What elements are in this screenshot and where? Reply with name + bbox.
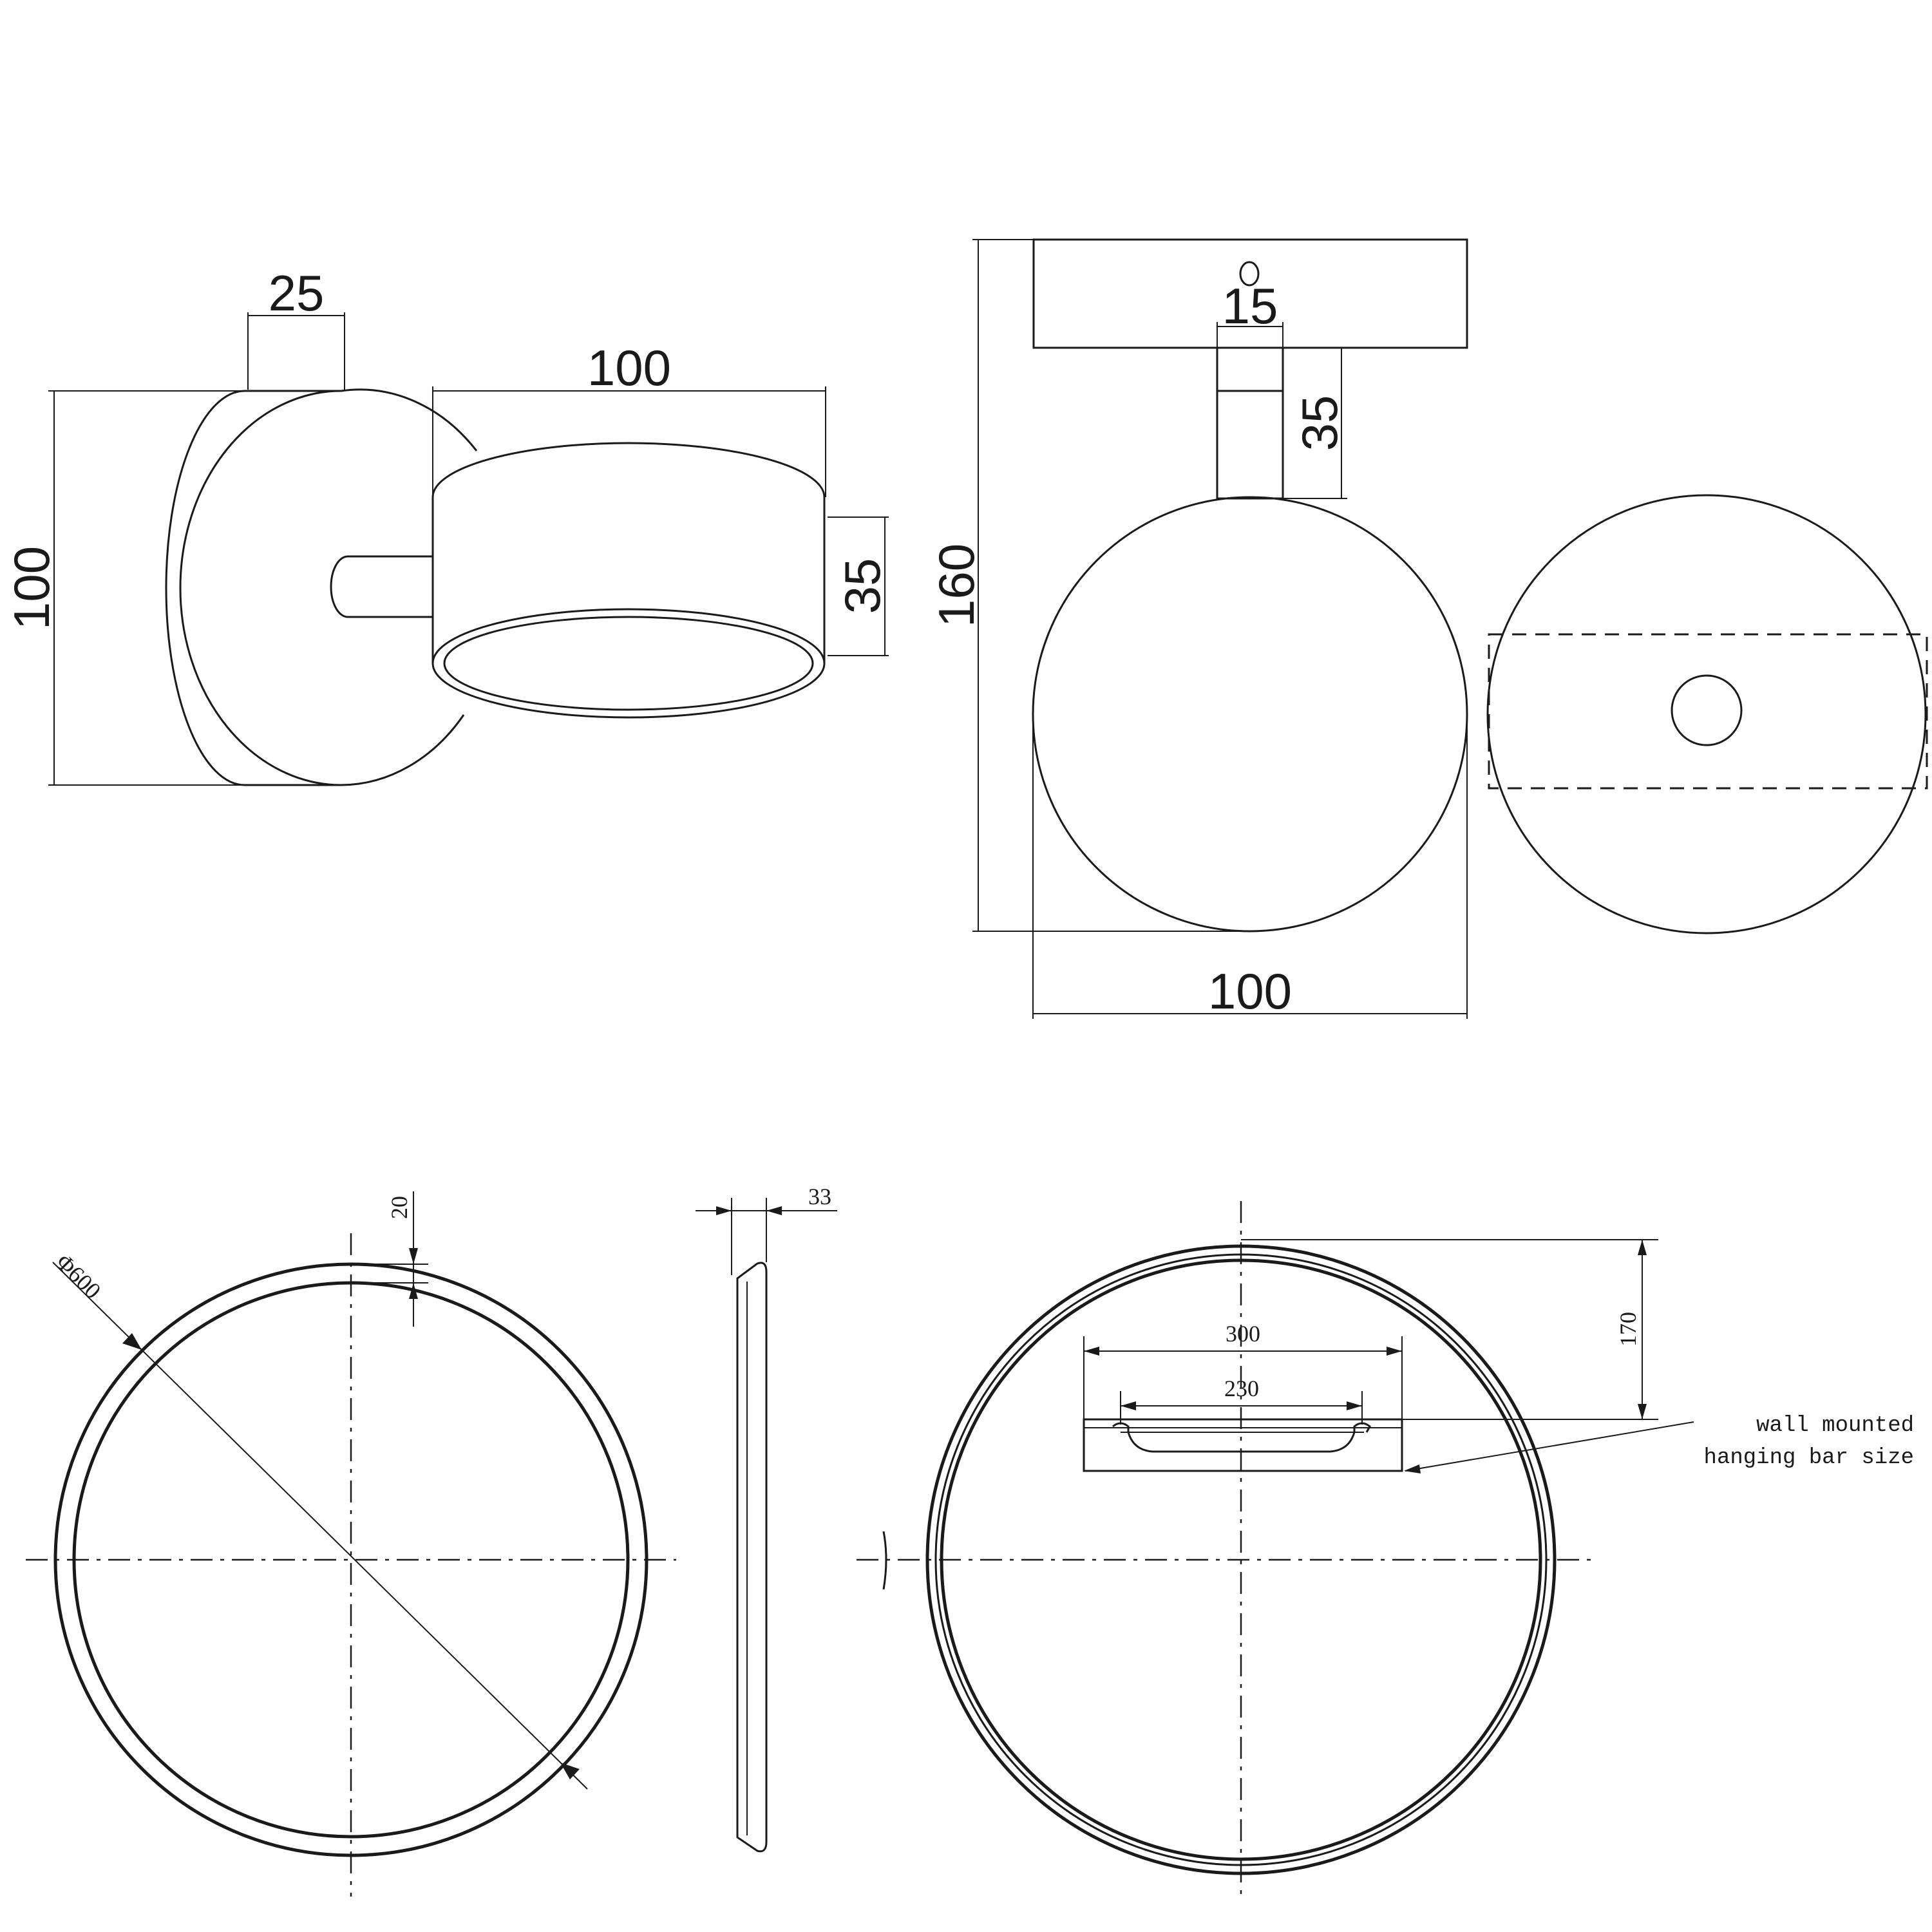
dim-stem-width: 15 [1222, 278, 1278, 334]
arrow [122, 1333, 142, 1350]
hidden-mount-plate [1488, 633, 1928, 790]
dim-hook-spacing: 230 [1224, 1376, 1259, 1401]
hanging-hook-left [1112, 1422, 1371, 1453]
hanging-bar [1083, 1418, 1403, 1472]
dim-base-depth: 25 [269, 265, 325, 321]
spotlight-back-view [1486, 494, 1928, 934]
arrow [1404, 1464, 1421, 1473]
base-disc-face-lower [245, 714, 465, 786]
stem [330, 555, 433, 618]
head-face-inner [443, 616, 814, 711]
dim-head-length: 100 [587, 339, 671, 396]
base-disc-front-edge [179, 390, 342, 786]
stem [1216, 346, 1284, 500]
spotlight-front-view: 15 35 160 100 [928, 238, 1468, 1019]
dim-stem-length: 35 [1291, 395, 1348, 451]
note-line-1: wall mounted [1756, 1414, 1914, 1438]
center-hole [1671, 674, 1743, 746]
arrow [1347, 1401, 1362, 1410]
spotlight-side-view: 25 100 100 35 [3, 265, 891, 786]
arrow [1638, 1240, 1647, 1255]
mirror-front-view: Φ600 20 [26, 1191, 676, 1897]
head-face-outer [431, 608, 826, 719]
dim-head-height: 35 [834, 558, 891, 614]
mirror-side-view: 33 [696, 1184, 837, 1853]
mirror-edge-tick [882, 1531, 887, 1590]
head-disc [1032, 496, 1468, 933]
arrow [716, 1206, 732, 1215]
dim-overall-height: 100 [3, 546, 60, 630]
back-disc [1486, 494, 1927, 934]
dim-bar-length: 300 [1226, 1321, 1260, 1347]
dim-depth: 33 [808, 1184, 831, 1209]
mirror-back-view: 300 230 170 wall mounted hanging bar siz… [857, 1201, 1914, 1897]
dim-frame-width: 20 [386, 1196, 412, 1219]
arrow [1387, 1347, 1402, 1356]
arrow [1638, 1404, 1647, 1419]
diameter-leader [52, 1262, 588, 1790]
arrow [1121, 1401, 1136, 1410]
arrow [409, 1248, 418, 1264]
head-top [431, 442, 826, 498]
arrow [1084, 1347, 1099, 1356]
arrow [766, 1206, 782, 1215]
arrow [560, 1763, 580, 1779]
note-line-2: hanging bar size [1704, 1446, 1914, 1470]
dim-width: 100 [1208, 963, 1292, 1019]
base-disc-face [245, 388, 478, 451]
dim-bar-offset: 170 [1615, 1312, 1641, 1347]
mirror-profile [736, 1262, 768, 1853]
mount-slot [1239, 261, 1260, 287]
note-leader [1405, 1421, 1694, 1472]
dim-diameter: Φ600 [51, 1249, 106, 1303]
dim-overall-height: 160 [928, 544, 985, 627]
base-disc-rim [165, 390, 245, 786]
arrow [409, 1283, 418, 1299]
